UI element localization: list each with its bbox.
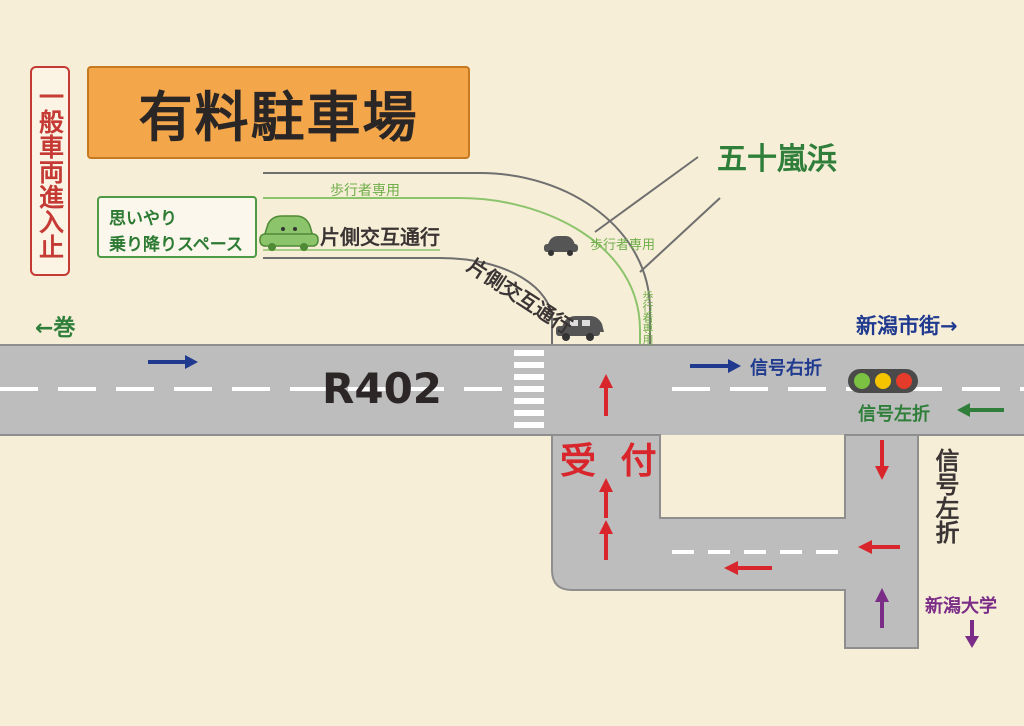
purple-arrows [875,588,979,648]
kind-dropoff-space: 思いやり 乗り降りスペース [97,196,257,258]
green-arrow [957,403,1004,417]
car-icon [556,316,604,341]
access-road [263,178,640,345]
parking-loop-road [551,434,919,649]
sidewalk-label-vertical: 歩行看専用 [641,290,654,345]
no-entry-sign: 一般車両進入止 [30,66,70,276]
kind-space-line1: 思いやり [109,209,177,229]
reception-label: 受 付 [560,441,663,482]
small-car-icon [544,236,578,256]
paid-parking-title: 有料駐車場 [87,66,470,159]
kind-space-line2: 乗り降りスペース [109,235,243,255]
route-r402-label: R402 [322,364,443,413]
red-arrows [599,374,900,575]
blue-arrows [148,355,741,373]
access-road-edge-outer [263,172,651,345]
niigata-university-label: 新潟大学 [925,596,997,617]
signal-left-turn-vertical-label: 信号左折 [931,448,959,544]
no-entry-text: 一般車両進入止 [35,83,65,259]
sidewalk-label-mid: 歩行者専用 [590,238,656,253]
signal-right-turn-label: 信号右折 [750,358,822,379]
traffic-light-icon [848,369,918,393]
green-car-icon [259,215,319,251]
sidewalk-line-1 [263,197,641,345]
igarashi-road-edge-2 [639,197,721,273]
igarashi-road-edge-1 [594,156,699,233]
maki-direction-label: ←巻 [35,316,76,341]
title-text: 有料駐車場 [138,86,419,149]
igarashi-beach-label: 五十嵐浜 [717,142,837,177]
signal-left-turn-label: 信号左折 [858,404,930,425]
niigata-city-direction-label: 新潟市街→ [856,314,958,338]
access-road-edge-inner [263,257,553,345]
one-way-alternate-label-left: 片側交互通行 [320,225,440,249]
crosswalk [514,350,544,428]
sidewalk-label-top: 歩行者専用 [330,183,400,199]
